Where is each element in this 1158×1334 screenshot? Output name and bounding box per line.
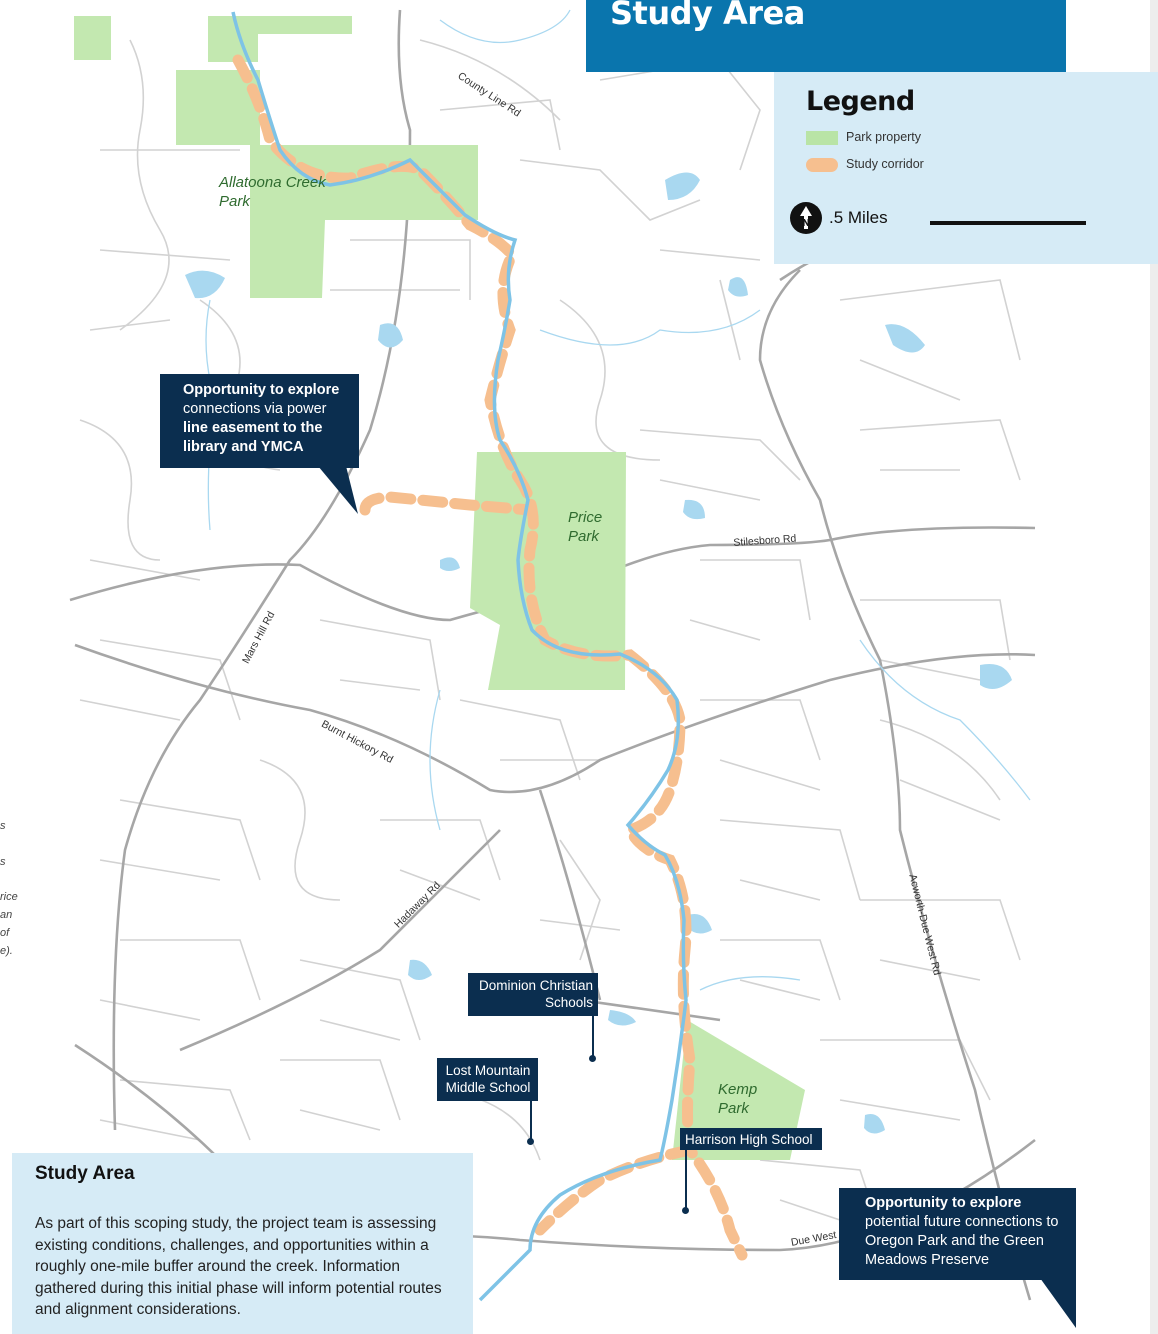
- label-dominion-christian: Dominion Christian Schools: [468, 973, 598, 1016]
- park-name: Allatoona Creek Park: [219, 174, 326, 210]
- margin-fragment: rice: [0, 891, 18, 903]
- callout-pointer: [318, 466, 358, 514]
- scale-label: .5 Miles: [829, 208, 888, 227]
- school-name: Lost Mountain Middle School: [445, 1063, 531, 1095]
- margin-fragment: of: [0, 927, 10, 939]
- park-name: Kemp Park: [718, 1081, 758, 1117]
- callout-heading: Opportunity to explore: [183, 382, 340, 398]
- leader-line: [592, 1016, 594, 1058]
- margin-fragment: s: [0, 856, 6, 868]
- north-arrow-icon: N: [790, 202, 822, 234]
- legend-title: Legend: [806, 86, 915, 117]
- label-lost-mountain: Lost Mountain Middle School: [437, 1058, 538, 1101]
- study-area-panel: Study Area As part of this scoping study…: [12, 1153, 473, 1334]
- callout-pointer: [1040, 1278, 1076, 1328]
- legend-panel: Legend Park property Study corridor N .5…: [774, 72, 1158, 264]
- legend-item-label: Study corridor: [846, 157, 924, 171]
- callout-library-ymca: Opportunity to explore connections via p…: [160, 374, 359, 468]
- title-bar: Study Area: [586, 0, 1066, 72]
- margin-fragment: e).: [0, 945, 13, 957]
- streams: [205, 9, 1031, 991]
- callout-oregon-park: Opportunity to explore potential future …: [839, 1188, 1076, 1280]
- study-area-heading: Study Area: [35, 1163, 135, 1184]
- legend-item-label: Park property: [846, 130, 922, 144]
- leader-line: [685, 1150, 687, 1210]
- callout-text: potential future connections to Oregon P…: [865, 1214, 1059, 1268]
- school-name: Dominion Christian Schools: [478, 978, 593, 1010]
- callout-heading: Opportunity to explore: [865, 1195, 1022, 1211]
- label-harrison-high: Harrison High School: [680, 1128, 822, 1150]
- park-label-allatoona: Allatoona Creek Park: [219, 173, 339, 211]
- location-dot: [589, 1055, 596, 1062]
- scale-bar: [930, 221, 1086, 225]
- study-area-body: As part of this scoping study, the proje…: [35, 1215, 442, 1318]
- callout-text: connections via power: [183, 401, 327, 417]
- school-name: Harrison High School: [685, 1132, 813, 1147]
- location-dot: [682, 1207, 689, 1214]
- park-label-kemp: Kemp Park: [718, 1080, 768, 1118]
- page-title: Study Area: [610, 0, 805, 32]
- corridor-swatch: [806, 158, 838, 172]
- callout-text-bold: line easement to the library and YMCA: [183, 420, 323, 455]
- north-letter: N: [802, 218, 810, 229]
- park-swatch: [806, 131, 838, 145]
- park-name: Price Park: [568, 509, 603, 545]
- leader-line: [530, 1101, 532, 1141]
- creek: [231, 11, 688, 1302]
- margin-fragment: an: [0, 909, 13, 921]
- scale-indicator: N .5 Miles: [790, 200, 1090, 236]
- margin-fragment: s: [0, 820, 6, 832]
- lakes: [185, 172, 1012, 1134]
- park-label-price: Price Park: [568, 508, 618, 546]
- location-dot: [527, 1138, 534, 1145]
